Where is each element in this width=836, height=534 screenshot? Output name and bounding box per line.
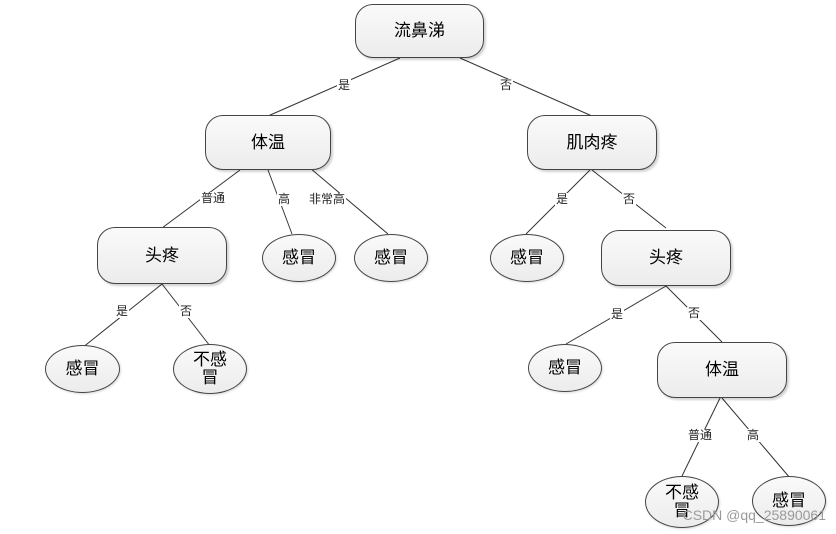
leaf-cold: 感冒 (528, 344, 602, 392)
leaf-cold: 感冒 (262, 234, 336, 282)
node-runny-nose: 流鼻涕 (355, 4, 484, 58)
edge-label-head1-yes: 是 (115, 304, 130, 318)
edge-label-temp2-normal: 普通 (687, 428, 714, 442)
leaf-no-cold: 不感冒 (645, 476, 719, 528)
edge-root-muscle (459, 57, 593, 117)
edge-label-temp1-high: 高 (277, 192, 292, 206)
edge-label-temp2-high: 高 (746, 428, 761, 442)
leaf-cold: 感冒 (45, 345, 120, 393)
leaf-no-cold: 不感冒 (173, 344, 247, 394)
edge-label-temp1-veryhigh: 非常高 (308, 192, 347, 206)
edge-label-root-yes: 是 (337, 78, 352, 92)
node-headache: 头疼 (97, 227, 227, 284)
edge-label-muscle-no: 否 (622, 192, 637, 206)
edge-label-head2-no: 否 (687, 306, 702, 320)
node-body-temperature: 体温 (657, 342, 787, 398)
leaf-cold: 感冒 (752, 476, 826, 526)
node-muscle-ache: 肌肉疼 (527, 115, 657, 170)
edge-label-head1-no: 否 (179, 304, 194, 318)
edge-label-head2-yes: 是 (610, 307, 625, 321)
edge-label-root-no: 否 (499, 78, 514, 92)
leaf-cold: 感冒 (490, 234, 564, 282)
node-body-temperature: 体温 (205, 115, 331, 170)
edge-label-temp1-normal: 普通 (200, 191, 227, 205)
watermark: CSDN @qq_25890061 (682, 507, 826, 523)
edge-temp1-cold-veryhigh (309, 167, 389, 235)
edge-root-temp1 (267, 57, 401, 117)
edge-label-muscle-yes: 是 (555, 192, 570, 206)
leaf-cold: 感冒 (354, 234, 428, 282)
node-headache: 头疼 (601, 230, 731, 286)
